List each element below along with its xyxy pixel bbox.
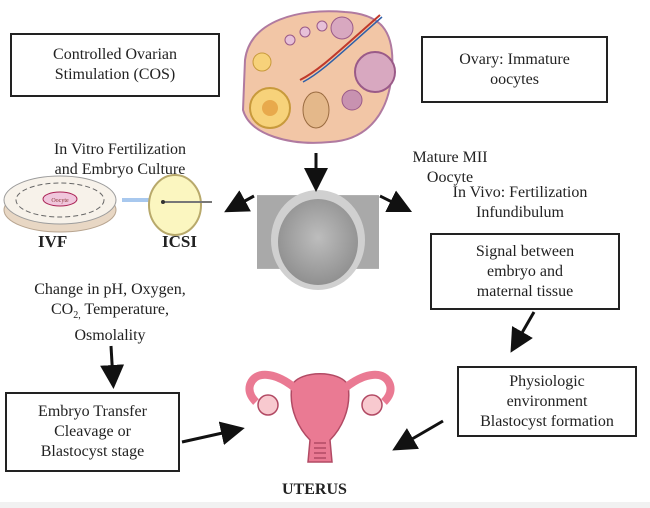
- ovary-line: oocytes: [490, 70, 539, 88]
- transfer-line: Cleavage or: [54, 423, 131, 440]
- arrow-oocyte-to-ivf: [224, 190, 255, 213]
- signal-line: maternal tissue: [476, 282, 574, 300]
- arrow-change-to-transfer: [100, 345, 125, 389]
- transfer-line: Embryo Transfer: [38, 403, 147, 420]
- cos-line: Controlled Ovarian: [53, 46, 177, 63]
- temperature-text: Temperature,: [80, 301, 170, 318]
- arrow-signal-to-physiologic: [510, 311, 536, 353]
- embryo-transfer-box: Embryo Transfer Cleavage or Blastocyst s…: [5, 392, 180, 472]
- physiologic-line: Blastocyst formation: [480, 412, 614, 430]
- signal-box: Signal between embryo and maternal tissu…: [430, 233, 620, 310]
- physiologic-line: environment: [506, 392, 588, 410]
- text-line: Change in pH, Oxygen,: [34, 281, 186, 298]
- ovary-line: Ovary: Immature: [459, 50, 570, 68]
- text-line: and Embryo Culture: [54, 161, 186, 178]
- physiologic-box: Physiologic environment Blastocyst forma…: [457, 366, 637, 437]
- cos-line: Stimulation (COS): [54, 66, 176, 83]
- icsi-illustration: [148, 174, 212, 236]
- physiologic-line: Physiologic: [509, 372, 585, 390]
- icsi-label: ICSI: [162, 232, 197, 251]
- cos-box: Controlled Ovarian Stimulation (COS): [10, 33, 220, 97]
- text-line: Osmolality: [74, 327, 146, 345]
- mature-oocyte-text: Mature MII Oocyte: [395, 148, 505, 188]
- co-subscript: 2,: [73, 310, 81, 322]
- text-line: Infundibulum: [476, 204, 564, 221]
- arrow-physiologic-to-uterus: [392, 419, 444, 451]
- text-line: CO2, Temperature,: [5, 300, 215, 326]
- text-line: Oocyte: [426, 169, 474, 186]
- co-text: CO: [50, 301, 74, 318]
- text-line: Mature MII: [412, 149, 488, 166]
- signal-line: Signal between: [475, 242, 575, 260]
- uterus-label: UTERUS: [282, 481, 347, 498]
- ovary-illustration: [241, 10, 396, 144]
- arrow-transfer-to-uterus: [181, 421, 245, 445]
- arrow-oocyte-to-invivo: [379, 190, 413, 213]
- signal-line: embryo and: [487, 262, 563, 280]
- oocyte-photo: [257, 190, 379, 290]
- uterus-illustration: [245, 370, 395, 463]
- footer-strip: [0, 502, 650, 508]
- text-line: In Vivo: Fertilization: [452, 184, 588, 201]
- ivf-culture-text: In Vitro Fertilization and Embryo Cultur…: [15, 140, 225, 180]
- transfer-line: Blastocyst stage: [40, 443, 145, 460]
- in-vivo-text: In Vivo: Fertilization Infundibulum: [420, 183, 620, 223]
- change-conditions-text: Change in pH, Oxygen, CO2, Temperature, …: [5, 280, 215, 346]
- ovary-box: Ovary: Immature oocytes: [421, 36, 608, 103]
- ivf-icsi-connector: [122, 198, 150, 202]
- dish-label: Oocyte: [51, 198, 69, 204]
- text-line: In Vitro Fertilization: [53, 141, 187, 158]
- ivf-label: IVF: [38, 232, 68, 251]
- ivf-dish-illustration: Oocyte: [3, 175, 117, 233]
